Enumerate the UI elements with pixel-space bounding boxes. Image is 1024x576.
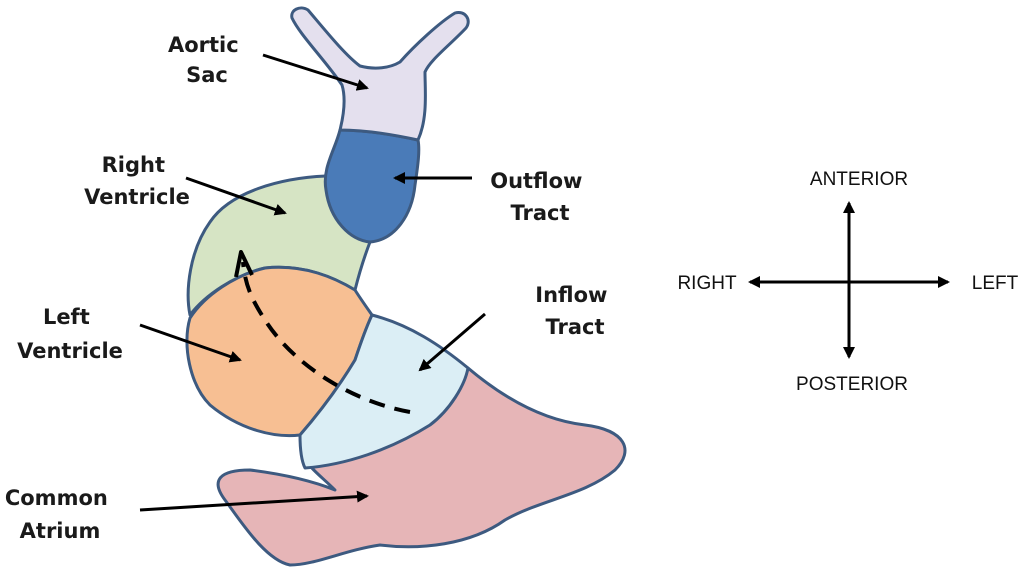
left-ventricle-pointer-arrow [139,323,242,363]
inflow-tract-shape [298,313,470,470]
outflow-tract-shape [323,128,421,244]
left-ventricle-label: Left Ventricle [17,305,123,363]
aortic-sac-shape [290,6,470,142]
outflow-tract-label: Outflow Tract [490,169,590,225]
compass-left-label: LEFT [972,273,1019,294]
aortic-sac-label: Aortic Sac [168,33,246,87]
inflow-tract-pointer-arrow [418,312,486,372]
aortic-sac-pointer-arrow [262,53,369,91]
compass-anterior-label: ANTERIOR [810,169,908,190]
orientation-compass: ANTERIOR POSTERIOR RIGHT LEFT [677,169,1018,395]
right-ventricle-pointer-arrow [185,176,287,216]
common-atrium-pointer-arrow [139,490,369,512]
compass-posterior-label: POSTERIOR [796,374,908,395]
right-ventricle-label: Right Ventricle [84,153,190,209]
looping-direction-dashed-arrow [241,261,411,414]
compass-right-label: RIGHT [677,273,737,294]
common-atrium-shape [216,366,627,567]
inflow-tract-label: Inflow Tract [535,283,614,339]
common-atrium-label: Common Atrium [5,486,115,543]
looping-arrow-head-icon [234,250,254,278]
